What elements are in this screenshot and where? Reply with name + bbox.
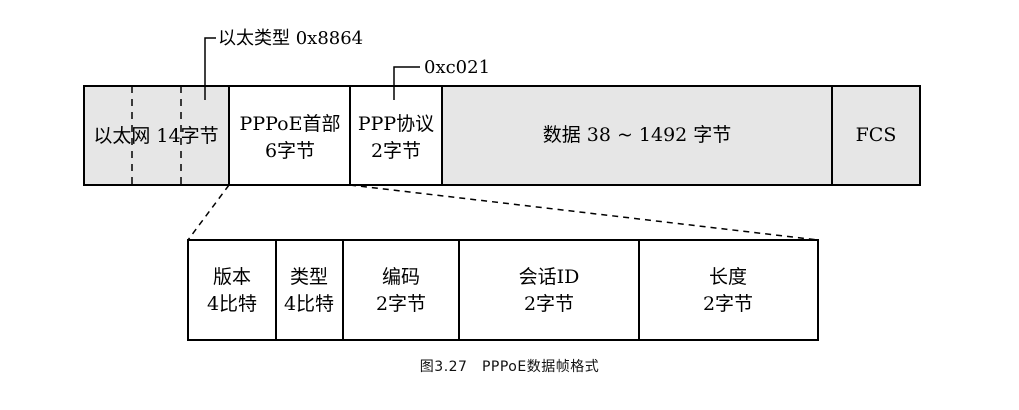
field-length-label-1: 长度: [709, 266, 747, 288]
field-session-id-box: [458, 239, 640, 341]
field-version-label-1: 版本: [213, 266, 251, 288]
segment-fcs-box: [831, 85, 921, 186]
diagram-canvas: 以太网 14字节 PPPoE首部 6字节 PPP协议 2字节 数据 38 ~ 1…: [83, 28, 921, 341]
figure-caption: 图3.27 PPPoE数据帧格式: [419, 359, 600, 375]
ethertype-annotation: 以太类型 0x8864: [218, 28, 363, 49]
field-code-box: [342, 239, 460, 341]
segment-ethernet-label: 以太网 14字节: [93, 125, 218, 147]
segment-pppoe-header-label-2: 6字节: [265, 140, 315, 162]
ppp-protocol-annotation: 0xc021: [424, 57, 490, 78]
segment-ppp-protocol-label-2: 2字节: [371, 140, 421, 162]
field-session-id-label-2: 2字节: [524, 293, 574, 315]
segment-ppp-protocol-box: [349, 85, 443, 186]
field-length-label-2: 2字节: [703, 293, 753, 315]
ppp-protocol-leader-line: [393, 66, 420, 100]
field-type-box: [275, 239, 344, 341]
field-type-label-2: 4比特: [284, 293, 334, 315]
field-length-box: [638, 239, 819, 341]
segment-fcs-label: FCS: [856, 124, 897, 146]
segment-pppoe-header-box: [228, 85, 351, 186]
segment-pppoe-header-label-1: PPPoE首部: [240, 113, 341, 135]
segment-data-box: [441, 85, 833, 186]
field-version-label-2: 4比特: [207, 293, 257, 315]
field-version-box: [187, 239, 277, 341]
zoom-line-left: [187, 184, 230, 241]
field-type-label-1: 类型: [290, 266, 328, 288]
field-code-label-1: 编码: [382, 266, 420, 288]
field-code-label-2: 2字节: [376, 293, 426, 315]
segment-ppp-protocol-label-1: PPP协议: [358, 113, 434, 135]
segment-ethernet-box: [83, 85, 230, 186]
segment-data-label: 数据 38 ~ 1492 字节: [543, 124, 732, 146]
field-session-id-label-1: 会话ID: [519, 266, 580, 288]
zoom-line-right: [349, 184, 819, 241]
ethertype-leader-line: [204, 37, 216, 100]
